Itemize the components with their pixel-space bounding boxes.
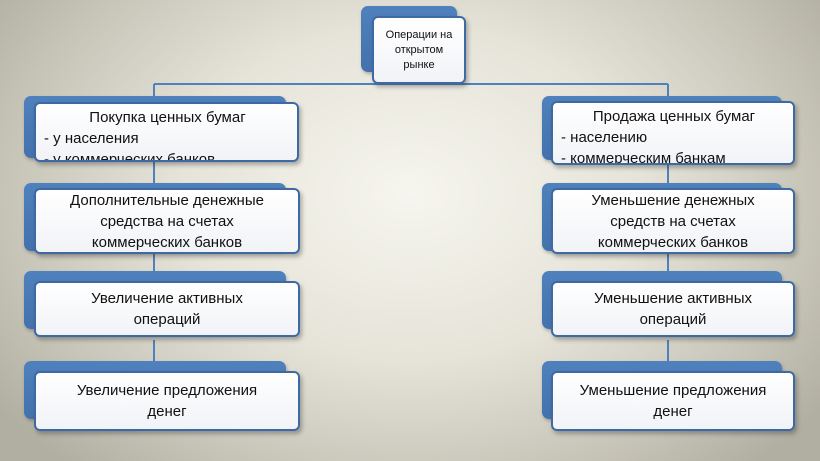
buy-item-banks: - у коммерческих банков: [44, 151, 216, 162]
sell-securities-title: Продажа ценных бумаг: [592, 108, 756, 125]
sell-item-population: - населению: [561, 129, 648, 146]
node-root-text: Операции на открытом рынке: [385, 28, 453, 71]
buy-securities-title: Покупка ценных бумаг: [89, 109, 246, 126]
sell-item-banks: - коммерческим банкам: [561, 150, 726, 165]
buy-item-population: - у населения: [44, 130, 139, 147]
